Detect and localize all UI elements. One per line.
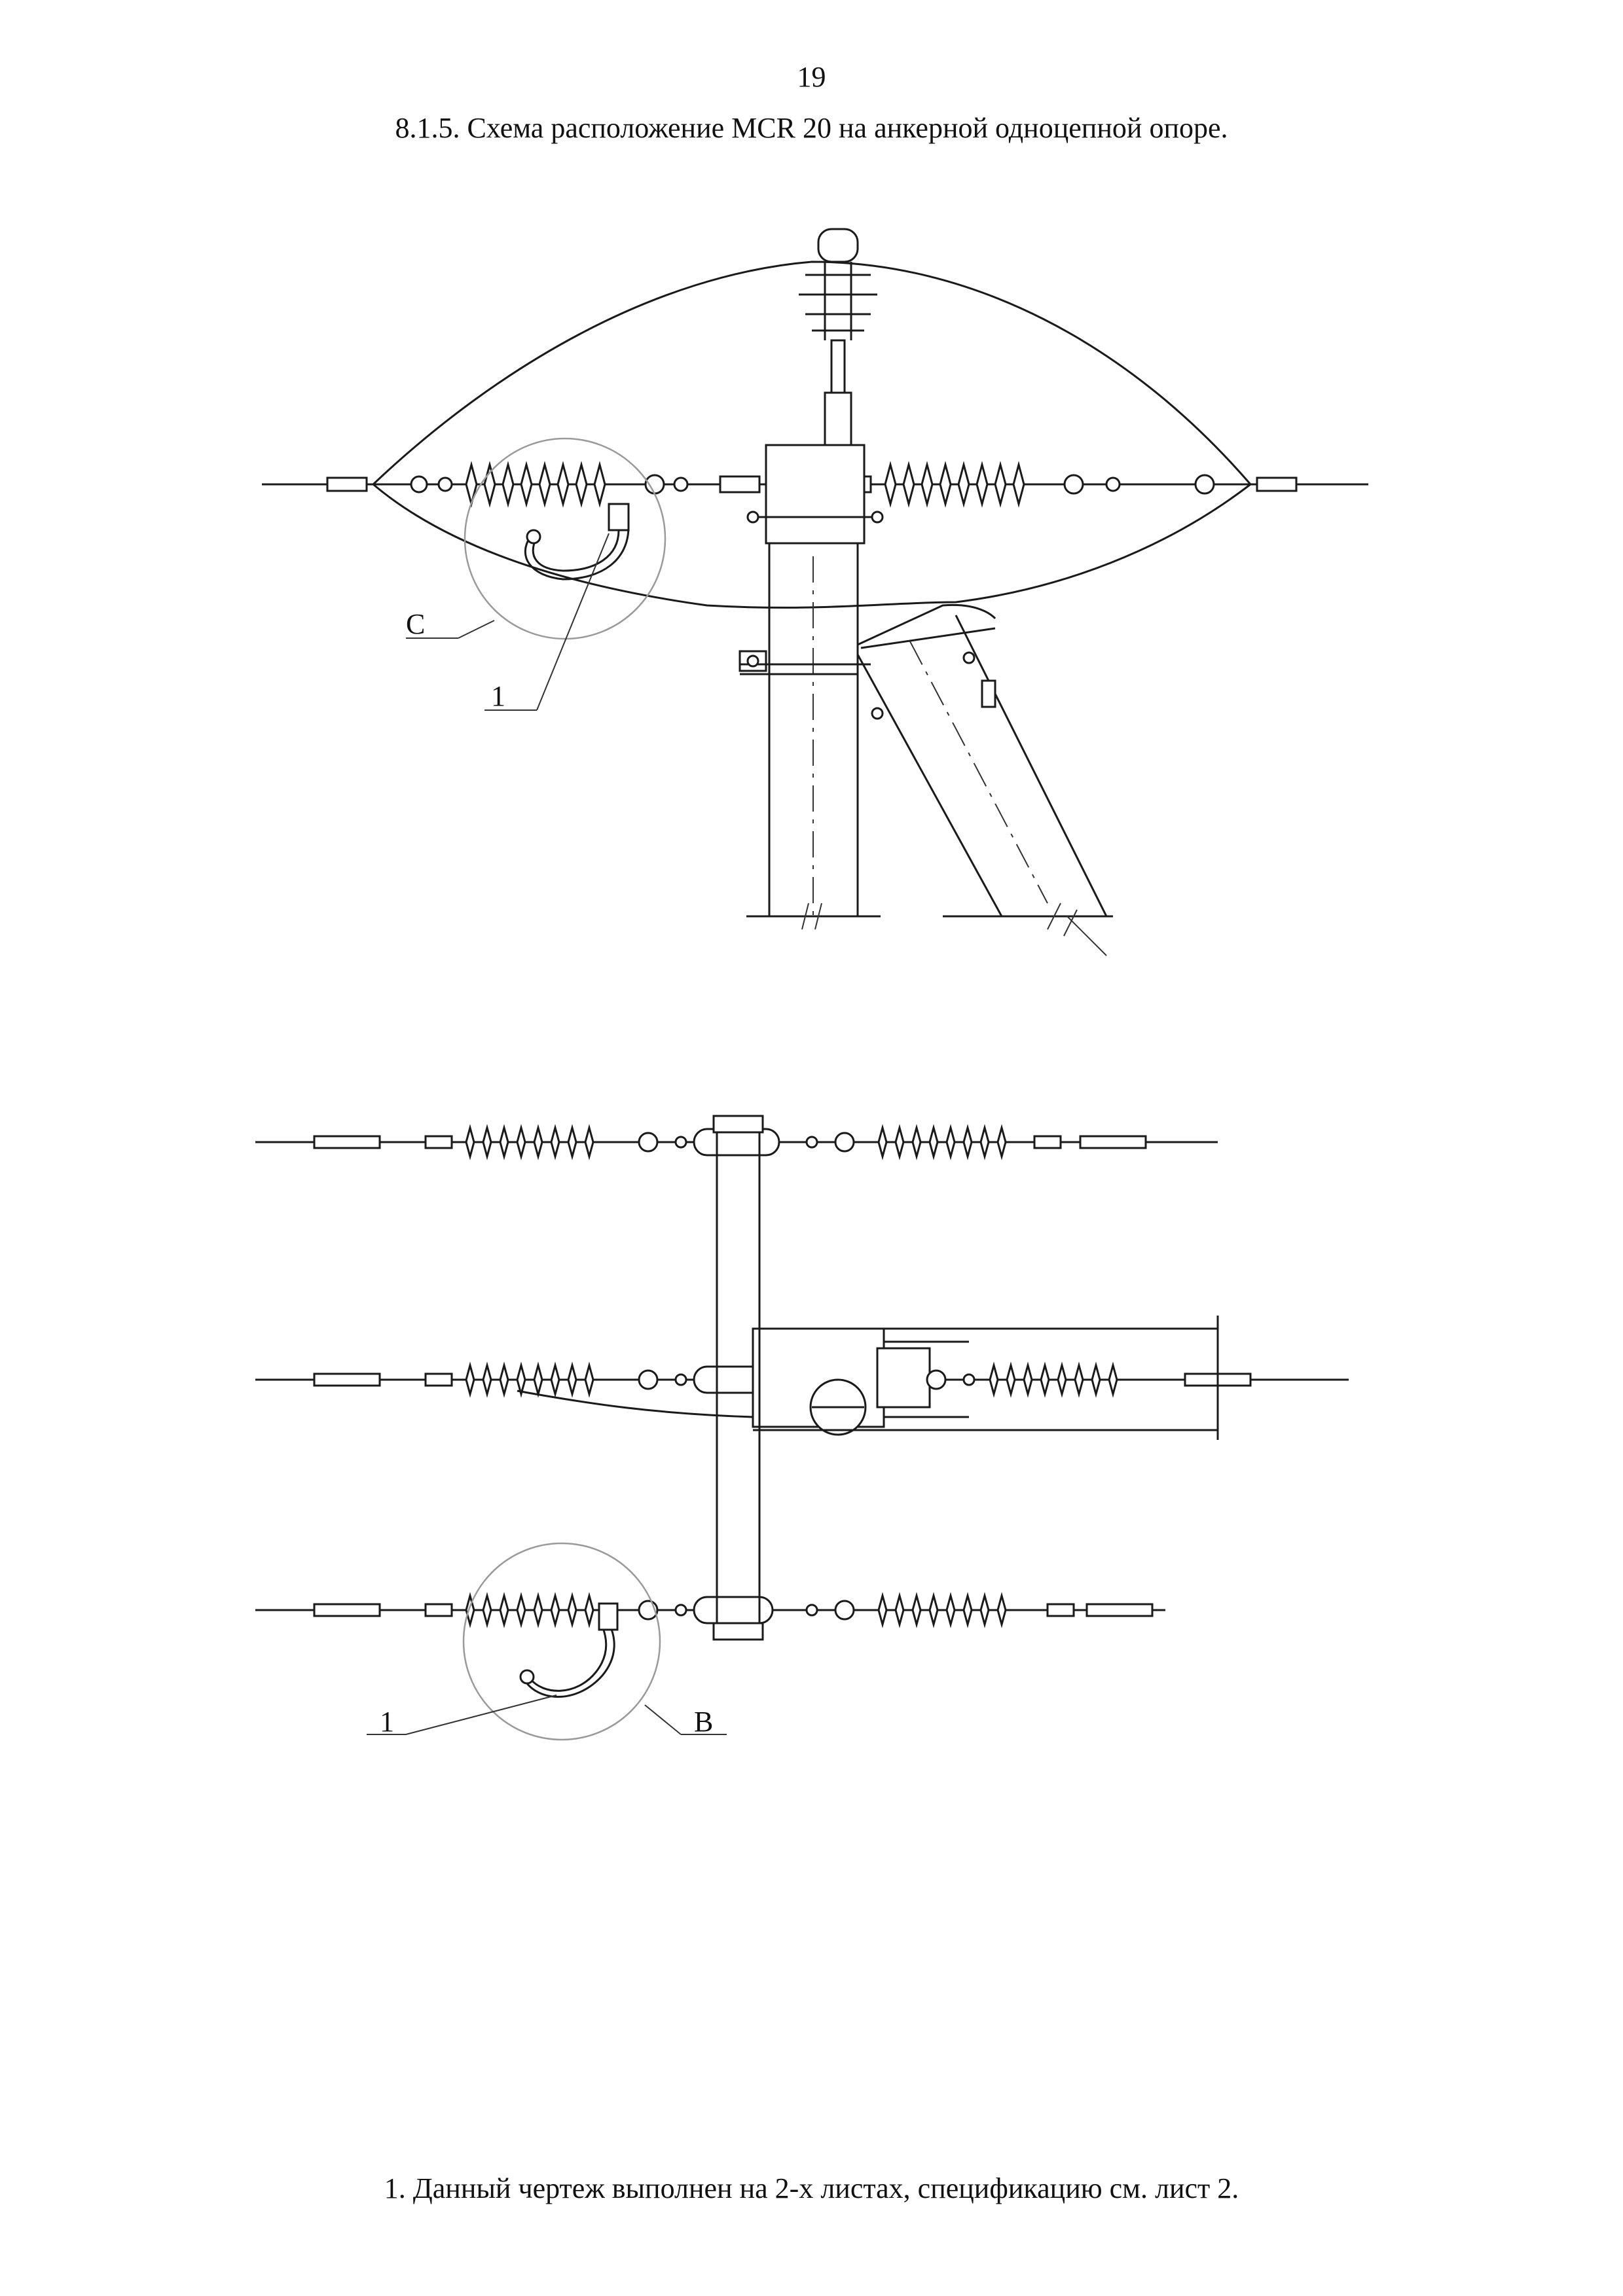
pole	[746, 543, 881, 930]
callout-c: C	[406, 608, 425, 640]
callout-1-top: 1	[491, 680, 505, 712]
pole-brace	[856, 603, 1113, 956]
insulator-string-right	[884, 465, 1034, 504]
detail-circle-c	[464, 437, 666, 640]
page-title: 8.1.5. Схема расположение MCR 20 на анке…	[395, 112, 1228, 144]
drawing-note: 1. Данный чертеж выполнен на 2-х листах,…	[384, 2172, 1239, 2204]
page-number: 19	[797, 61, 826, 93]
insulator-string-left	[465, 465, 615, 504]
